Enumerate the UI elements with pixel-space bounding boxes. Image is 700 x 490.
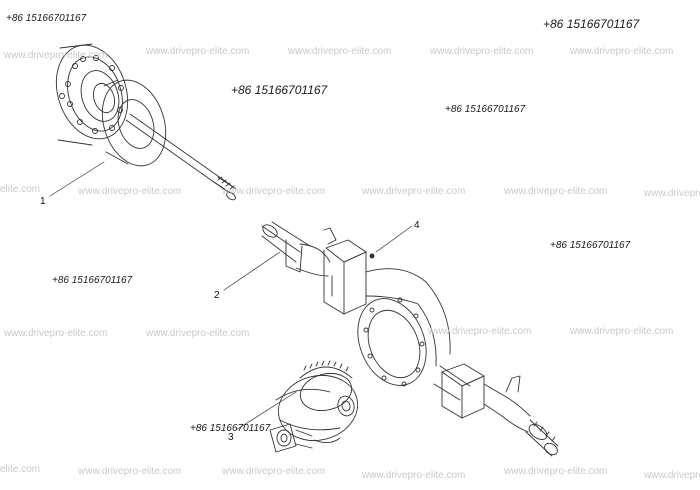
watermark: www.drivepro-elite.com <box>362 186 466 197</box>
watermark: www.drivepro-elite.com <box>222 186 326 197</box>
watermark: www.drivepro-elite.com <box>570 326 674 337</box>
watermark: www.drivepro-elite.com <box>644 470 700 481</box>
watermark: www.drivepro-elite.com <box>288 46 392 57</box>
leader-1 <box>49 161 105 197</box>
watermark: www.drivepro-elite.com <box>428 326 532 337</box>
phone-number: +86 15166701167 <box>190 423 271 434</box>
watermark: www.drivepro-elite.com <box>430 46 534 57</box>
phone-number: +86 15166701167 <box>543 17 640 31</box>
watermark-fragment: elite.com <box>0 464 41 475</box>
watermark: www.drivepro-elite.com <box>78 186 182 197</box>
watermark: www.drivepro-elite.com <box>504 186 608 197</box>
watermark: www.drivepro-elite.com <box>146 46 250 57</box>
phone-number: +86 15166701167 <box>550 240 631 251</box>
callout-3: 3 <box>228 432 234 443</box>
phone-number: +86 15166701167 <box>445 104 526 115</box>
differential-part-3 <box>269 360 359 453</box>
leader-lines <box>49 161 413 431</box>
callout-1: 1 <box>40 196 46 207</box>
wheel-hub-part-1 <box>55 43 167 167</box>
phone-number: +86 15166701167 <box>52 275 133 286</box>
watermark: www.drivepro-elite.com <box>146 328 250 339</box>
watermark: www.drivepro-elite.com <box>644 188 700 199</box>
leader-3 <box>235 391 297 431</box>
watermark: www.drivepro-elite.com <box>504 466 608 477</box>
callout-2: 2 <box>214 290 220 301</box>
leader-4 <box>375 225 413 253</box>
leader-2 <box>223 251 281 291</box>
phone-number: +86 15166701167 <box>6 13 87 24</box>
callout-4: 4 <box>414 220 420 231</box>
watermark: www.drivepro-elite.com <box>222 466 326 477</box>
watermark: www.drivepro-elite.com <box>362 470 466 481</box>
phone-number: +86 15166701167 <box>231 83 328 97</box>
breather-part-4 <box>369 253 375 259</box>
watermark-fragment: elite.com <box>0 184 41 195</box>
axle-shaft <box>125 113 237 201</box>
watermark: www.drivepro-elite.com <box>4 328 108 339</box>
watermark: www.drivepro-elite.com <box>570 46 674 57</box>
axle-housing-part-2 <box>261 221 559 457</box>
watermark: www.drivepro-elite.com <box>4 50 108 61</box>
watermark: www.drivepro-elite.com <box>78 466 182 477</box>
